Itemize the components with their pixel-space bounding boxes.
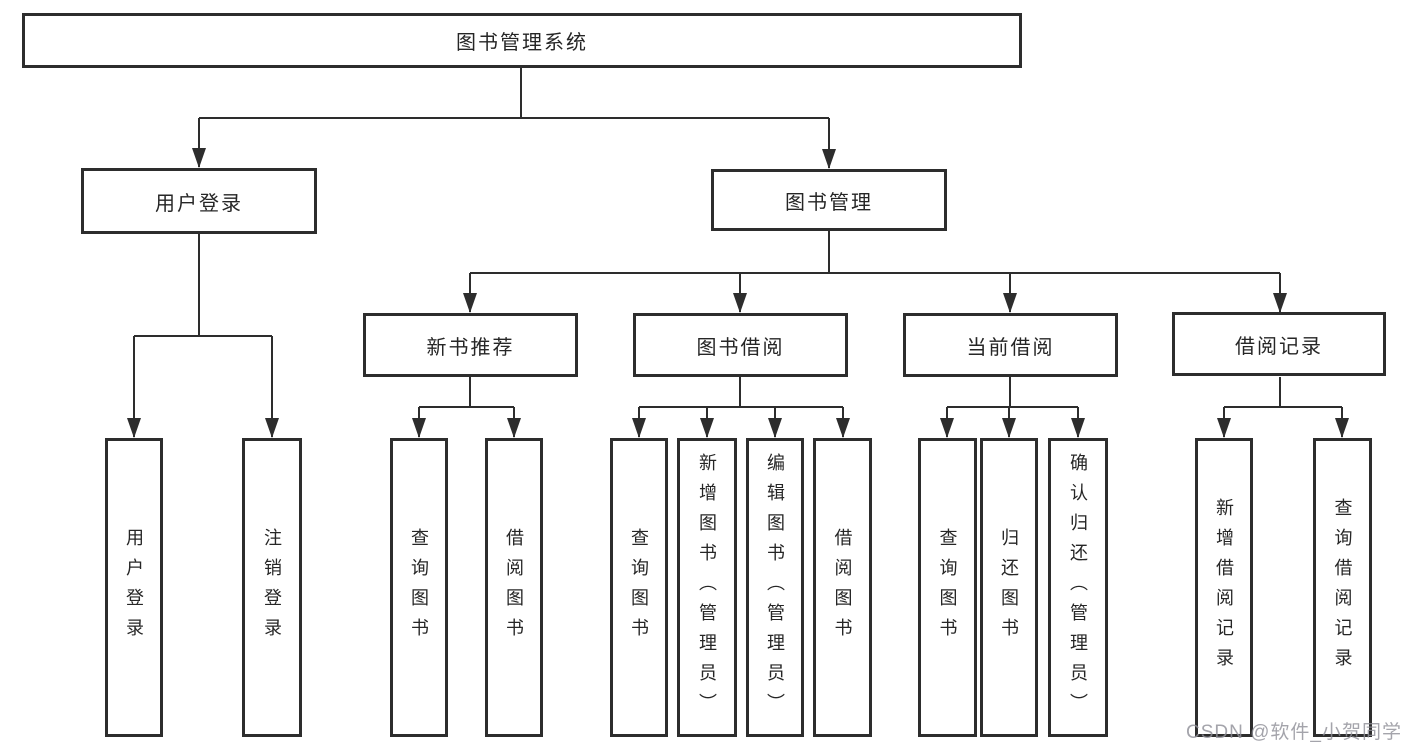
node-root-label: 图书管理系统 — [456, 32, 588, 54]
node-leaf-recommend-query-book-label: 查询图书 — [409, 527, 429, 648]
node-new-book-recommend: 新书推荐 — [363, 313, 578, 377]
connector-book-borrow-children — [632, 377, 850, 438]
node-current-borrow: 当前借阅 — [903, 313, 1118, 377]
node-leaf-logout: 注销登录 — [242, 438, 302, 737]
node-leaf-recommend-query-book: 查询图书 — [390, 438, 448, 737]
node-leaf-add-borrow-record: 新增借阅记录 — [1195, 438, 1253, 737]
node-leaf-current-query-book-label: 查询图书 — [937, 527, 958, 648]
node-leaf-add-borrow-record-label: 新增借阅记录 — [1214, 497, 1234, 678]
node-leaf-recommend-borrow-book: 借阅图书 — [485, 438, 543, 737]
node-leaf-borrow-query-book: 查询图书 — [610, 438, 668, 737]
connector-user-login-children — [127, 234, 279, 438]
node-leaf-current-query-book: 查询图书 — [918, 438, 977, 737]
node-book-borrow-label: 图书借阅 — [696, 336, 785, 359]
node-user-login-label: 用户登录 — [155, 192, 243, 215]
connector-root-to-level1 — [192, 68, 836, 169]
connector-borrow-records-children — [1217, 377, 1349, 438]
node-borrow-records-label: 借阅记录 — [1235, 335, 1323, 358]
connector-book-management-to-level2 — [463, 231, 1287, 313]
node-current-borrow-label: 当前借阅 — [966, 336, 1055, 359]
node-leaf-user-login: 用户登录 — [105, 438, 163, 737]
node-leaf-return-book: 归还图书 — [980, 438, 1038, 737]
node-root: 图书管理系统 — [22, 13, 1022, 68]
node-leaf-logout-label: 注销登录 — [262, 527, 282, 648]
node-leaf-return-book-label: 归还图书 — [999, 527, 1019, 648]
node-book-management-label: 图书管理 — [785, 191, 873, 214]
csdn-watermark: CSDN @软件_小贺同学 — [1186, 722, 1402, 743]
node-leaf-query-borrow-record: 查询借阅记录 — [1313, 438, 1372, 737]
node-leaf-confirm-return-admin-label: 确认归还（管理员） — [1068, 452, 1088, 723]
node-new-book-recommend-label: 新书推荐 — [426, 336, 515, 359]
node-leaf-add-book-admin: 新增图书（管理员） — [677, 438, 737, 737]
connector-current-borrow-children — [940, 377, 1085, 438]
connector-new-book-recommend-children — [412, 377, 521, 438]
node-leaf-user-login-label: 用户登录 — [124, 527, 144, 648]
node-leaf-borrow-book-label: 借阅图书 — [832, 527, 853, 648]
node-book-management: 图书管理 — [711, 169, 947, 231]
node-leaf-edit-book-admin: 编辑图书（管理员） — [746, 438, 804, 737]
node-leaf-borrow-query-book-label: 查询图书 — [629, 527, 649, 648]
node-leaf-add-book-admin-label: 新增图书（管理员） — [697, 452, 717, 723]
node-borrow-records: 借阅记录 — [1172, 312, 1386, 376]
node-leaf-query-borrow-record-label: 查询借阅记录 — [1332, 497, 1353, 678]
node-leaf-borrow-book: 借阅图书 — [813, 438, 872, 737]
node-leaf-confirm-return-admin: 确认归还（管理员） — [1048, 438, 1108, 737]
node-leaf-edit-book-admin-label: 编辑图书（管理员） — [765, 452, 785, 723]
node-user-login: 用户登录 — [81, 168, 317, 234]
node-book-borrow: 图书借阅 — [633, 313, 848, 377]
node-leaf-recommend-borrow-book-label: 借阅图书 — [504, 527, 524, 648]
